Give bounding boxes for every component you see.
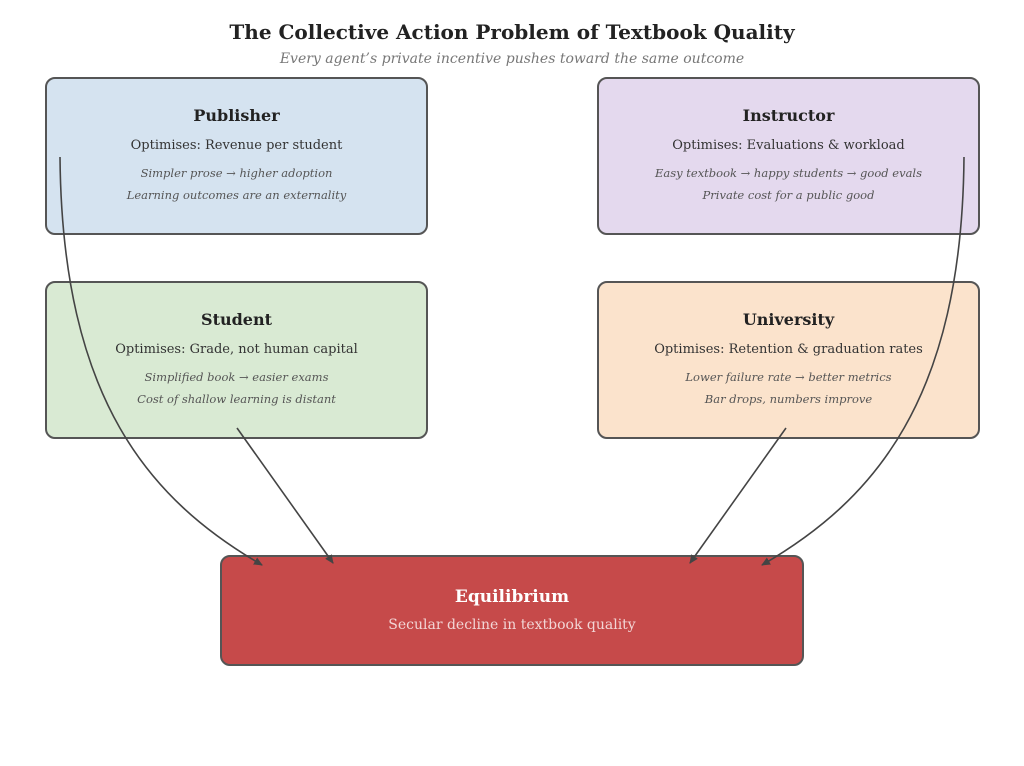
publisher-box: Publisher Optimises: Revenue per student… bbox=[45, 77, 428, 235]
publisher-optimises: Optimises: Revenue per student bbox=[130, 138, 343, 153]
student-box: Student Optimises: Grade, not human capi… bbox=[45, 281, 428, 439]
instructor-box: Instructor Optimises: Evaluations & work… bbox=[597, 77, 980, 235]
university-note-2: Bar drops, numbers improve bbox=[704, 392, 873, 406]
diagram-title: The Collective Action Problem of Textboo… bbox=[229, 20, 795, 44]
equilibrium-box: Equilibrium Secular decline in textbook … bbox=[220, 555, 804, 666]
diagram-subtitle: Every agent’s private incentive pushes t… bbox=[279, 51, 745, 67]
publisher-note-1: Simpler prose → higher adoption bbox=[140, 166, 333, 180]
student-name: Student bbox=[201, 310, 272, 329]
university-name: University bbox=[742, 310, 835, 329]
university-arrow bbox=[689, 427, 787, 564]
publisher-arrow bbox=[59, 156, 263, 566]
instructor-note-1: Easy textbook → happy students → good ev… bbox=[654, 166, 923, 180]
university-note-1: Lower failure rate → better metrics bbox=[685, 370, 892, 384]
student-arrow bbox=[236, 427, 334, 564]
instructor-note-2: Private cost for a public good bbox=[702, 188, 875, 202]
university-optimises: Optimises: Retention & graduation rates bbox=[654, 342, 923, 357]
student-note-1: Simplified book → easier exams bbox=[144, 370, 329, 384]
student-note-2: Cost of shallow learning is distant bbox=[137, 392, 336, 406]
instructor-arrow bbox=[761, 156, 965, 566]
instructor-optimises: Optimises: Evaluations & workload bbox=[672, 138, 905, 153]
equilibrium-name: Equilibrium bbox=[454, 587, 570, 607]
equilibrium-description: Secular decline in textbook quality bbox=[388, 617, 636, 633]
university-box: University Optimises: Retention & gradua… bbox=[597, 281, 980, 439]
instructor-name: Instructor bbox=[742, 106, 835, 125]
student-optimises: Optimises: Grade, not human capital bbox=[115, 342, 358, 357]
publisher-note-2: Learning outcomes are an externality bbox=[126, 188, 347, 202]
publisher-name: Publisher bbox=[193, 106, 280, 125]
